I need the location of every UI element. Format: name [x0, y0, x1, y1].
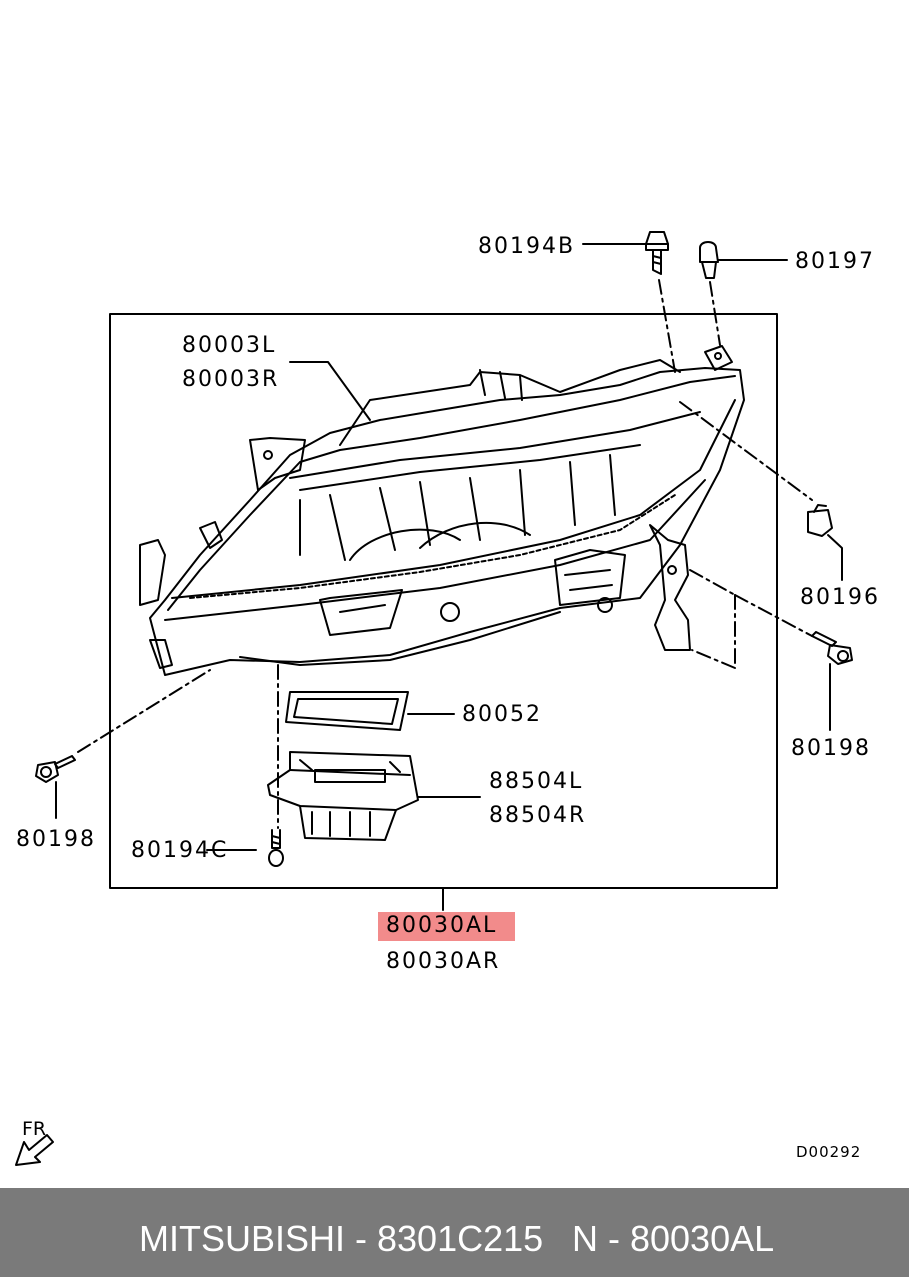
front-direction-label: FR [22, 1118, 47, 1140]
part-label-80030ar: 80030AR [386, 949, 501, 974]
part-label-80003l: 80003L [182, 333, 277, 358]
bolt-80198-right-icon [811, 631, 853, 665]
part-label-88504r: 88504R [489, 803, 587, 828]
screw-80194c-icon [268, 829, 284, 867]
bolt-80198-left-icon [35, 755, 76, 783]
clip-80196-icon [807, 504, 833, 537]
part-label-88504l: 88504L [489, 769, 584, 794]
part-label-80198-left: 80198 [16, 827, 96, 852]
part-label-80194b: 80194B [478, 234, 576, 259]
gasket-80052-icon [285, 691, 409, 731]
part-label-80003r: 80003R [182, 367, 280, 392]
footer-bar: MITSUBISHI - 8301C215 N - 80030AL [0, 1188, 909, 1277]
headlamp-assembly [139, 345, 745, 676]
front-direction-arrow-icon [15, 1134, 54, 1166]
footer-part-number: MITSUBISHI - 8301C215 [139, 1218, 544, 1259]
part-label-80197: 80197 [795, 249, 875, 274]
module-88504-icon [267, 751, 419, 841]
footer-catalog-number: N - 80030AL [572, 1218, 775, 1259]
clip-80197-icon [699, 241, 719, 279]
bolt-80194b-icon [645, 231, 669, 275]
assembly-frame [109, 313, 778, 889]
part-label-80194c: 80194C [131, 838, 229, 863]
drawing-code: D00292 [796, 1143, 862, 1161]
part-label-80052: 80052 [462, 702, 542, 727]
part-label-80030al-highlighted[interactable]: 80030AL [378, 912, 516, 941]
part-label-80198-right: 80198 [791, 736, 871, 761]
part-label-80196: 80196 [800, 585, 880, 610]
headlamp-exploded-diagram [15, 231, 853, 1166]
